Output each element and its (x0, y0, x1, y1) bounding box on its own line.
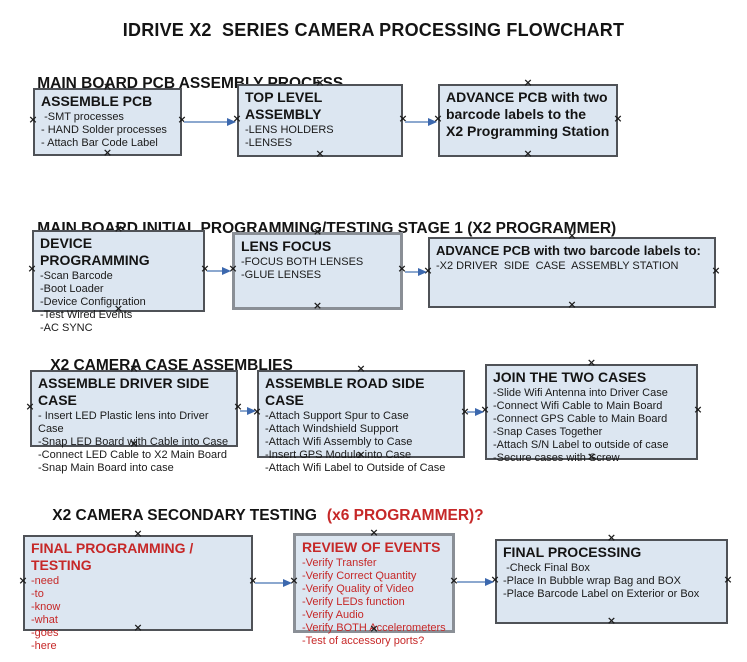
process-box-review-of-events: REVIEW OF EVENTS -Verify Transfer -Verif… (289, 526, 459, 647)
arrow-shaft (405, 271, 420, 273)
flow-arrow (404, 268, 427, 276)
flow-arrow (466, 408, 484, 416)
process-box-advance-pcb-driver-side-station: ADVANCE PCB with two barcode labels to: … (423, 229, 721, 312)
box-steps: -Attach Support Spur to Case -Attach Win… (265, 410, 446, 474)
box-title: ASSEMBLE ROAD SIDE CASE (265, 375, 425, 408)
process-box-device-programming: DEVICE PROGRAMMING -Scan Barcode -Boot L… (27, 222, 210, 334)
box-title: FINAL PROCESSING (503, 544, 642, 560)
box-title: REVIEW OF EVENTS (302, 539, 441, 555)
arrowhead-icon (418, 268, 427, 276)
process-box-assemble-driver-side-case: ASSEMBLE DRIVER SIDE CASE - Insert LED P… (25, 362, 243, 474)
arrow-shaft (457, 581, 487, 583)
connector-anchor-icon (723, 573, 733, 587)
flow-arrow (206, 267, 231, 275)
arrowhead-icon (485, 578, 494, 586)
process-box-top-level-assembly: TOP LEVEL ASSEMBLY -LENS HOLDERS -LENSES (232, 76, 408, 161)
arrow-shaft (255, 582, 285, 584)
connector-anchor-icon (313, 299, 323, 313)
process-box-final-processing: FINAL PROCESSING -Check Final Box -Place… (490, 531, 733, 628)
connector-anchor-icon (693, 403, 703, 417)
process-box-join-the-two-cases: JOIN THE TWO CASES -Slide Wifi Antenna i… (480, 356, 703, 464)
connector-anchor-icon (523, 147, 533, 161)
section-heading-secondary-testing: X2 CAMERA SECONDARY TESTING (x6 PROGRAMME… (35, 489, 484, 543)
arrow-shaft (467, 411, 477, 413)
box-steps: -SMT processes - HAND Solder processes -… (41, 111, 167, 149)
box-title: JOIN THE TWO CASES (493, 369, 647, 385)
box-title: ADVANCE PCB with two barcode labels to: (436, 243, 701, 258)
process-box-assemble-road-side-case: ASSEMBLE ROAD SIDE CASE -Attach Support … (252, 362, 470, 474)
arrowhead-icon (227, 118, 236, 126)
flowchart-title: IDRIVE X2 SERIES CAMERA PROCESSING FLOWC… (122, 20, 625, 40)
box-steps: -need -to -know -what -goes -here (31, 575, 61, 652)
box-steps: -Verify Transfer -Verify Correct Quantit… (302, 557, 446, 647)
flow-arrow (404, 118, 437, 126)
section-heading-red-text: (x6 PROGRAMMER)? (326, 507, 484, 524)
section-heading-text: X2 CAMERA SECONDARY TESTING (52, 507, 317, 524)
box-steps: -FOCUS BOTH LENSES -GLUE LENSES (241, 256, 364, 281)
flow-arrow (239, 407, 256, 415)
box-steps: -Slide Wifi Antenna into Driver Case -Co… (493, 387, 669, 464)
arrow-shaft (184, 121, 229, 123)
connector-anchor-icon (587, 356, 597, 370)
box-title: ADVANCE PCB with two barcode labels to t… (446, 89, 610, 139)
flow-arrow (254, 579, 292, 587)
connector-anchor-icon (315, 147, 325, 161)
connector-anchor-icon (18, 574, 28, 588)
arrowhead-icon (283, 579, 292, 587)
process-box-advance-pcb-programming-station: ADVANCE PCB with two barcode labels to t… (433, 76, 623, 161)
box-title: FINAL PROGRAMMING / TESTING (31, 540, 194, 573)
arrowhead-icon (247, 407, 256, 415)
connector-anchor-icon (523, 76, 533, 90)
flow-arrow (456, 578, 494, 586)
process-box-lens-focus: LENS FOCUS -FOCUS BOTH LENSES -GLUE LENS… (228, 225, 407, 313)
arrowhead-icon (222, 267, 231, 275)
connector-anchor-icon (607, 614, 617, 628)
connector-anchor-icon (356, 362, 366, 376)
arrowhead-icon (428, 118, 437, 126)
box-steps: -Check Final Box -Place In Bubble wrap B… (503, 562, 700, 600)
section-heading-text: X2 CAMERA CASE ASSEMBLIES (50, 357, 293, 374)
box-steps: -X2 DRIVER SIDE CASE ASSEMBLY STATION (436, 260, 679, 272)
box-title: DEVICE PROGRAMMING (40, 235, 150, 268)
arrowhead-icon (475, 408, 484, 416)
box-steps: -LENS HOLDERS -LENSES (245, 124, 334, 149)
connector-anchor-icon (613, 112, 623, 126)
connector-anchor-icon (607, 531, 617, 545)
connector-anchor-icon (567, 298, 577, 312)
connector-anchor-icon (27, 262, 37, 276)
connector-anchor-icon (711, 264, 721, 278)
arrow-shaft (207, 270, 224, 272)
box-title: ASSEMBLE PCB (41, 93, 153, 109)
connector-anchor-icon (28, 113, 38, 127)
process-box-final-programming-testing: FINAL PROGRAMMING / TESTING -need -to -k… (18, 527, 258, 652)
process-box-assemble-pcb: ASSEMBLE PCB -SMT processes - HAND Solde… (28, 80, 187, 160)
connector-anchor-icon (103, 146, 113, 160)
section-heading-case-assemblies: X2 CAMERA CASE ASSEMBLIES (33, 339, 293, 393)
box-title: LENS FOCUS (241, 238, 332, 254)
connector-anchor-icon (25, 400, 35, 414)
box-title: TOP LEVEL ASSEMBLY (245, 89, 323, 122)
box-title: ASSEMBLE DRIVER SIDE CASE (38, 375, 210, 408)
box-steps: -Scan Barcode -Boot Loader -Device Confi… (40, 270, 146, 334)
flow-arrow (183, 118, 236, 126)
arrow-shaft (405, 121, 430, 123)
box-steps: - Insert LED Plastic lens into Driver Ca… (38, 410, 229, 474)
arrow-shaft (240, 410, 249, 412)
